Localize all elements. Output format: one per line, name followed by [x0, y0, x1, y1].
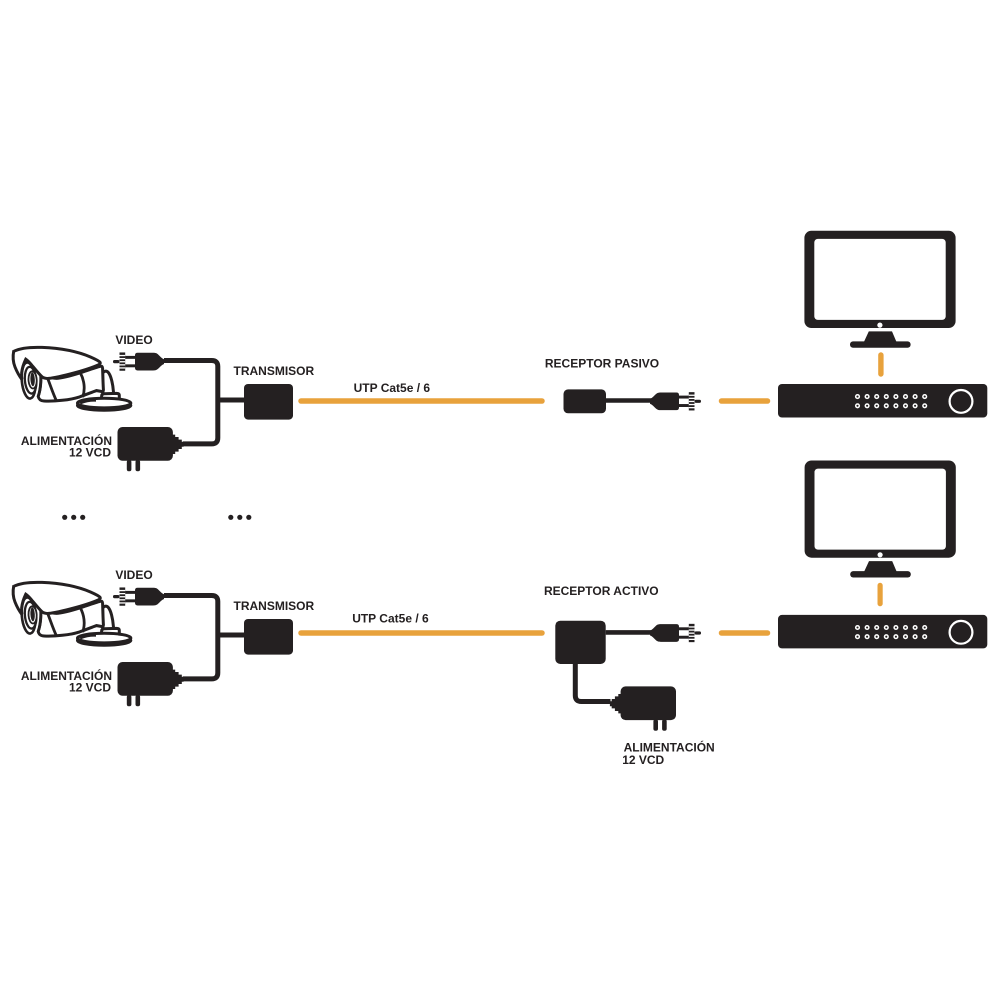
svg-text:RECEPTOR ACTIVO: RECEPTOR ACTIVO: [544, 584, 659, 598]
svg-text:12 VCD: 12 VCD: [622, 753, 664, 767]
svg-text:UTP Cat5e / 6: UTP Cat5e / 6: [354, 381, 431, 395]
svg-text:RECEPTOR PASIVO: RECEPTOR PASIVO: [545, 357, 659, 371]
svg-text:ALIMENTACIÓN: ALIMENTACIÓN: [624, 739, 715, 754]
svg-text:UTP Cat5e / 6: UTP Cat5e / 6: [352, 612, 429, 626]
